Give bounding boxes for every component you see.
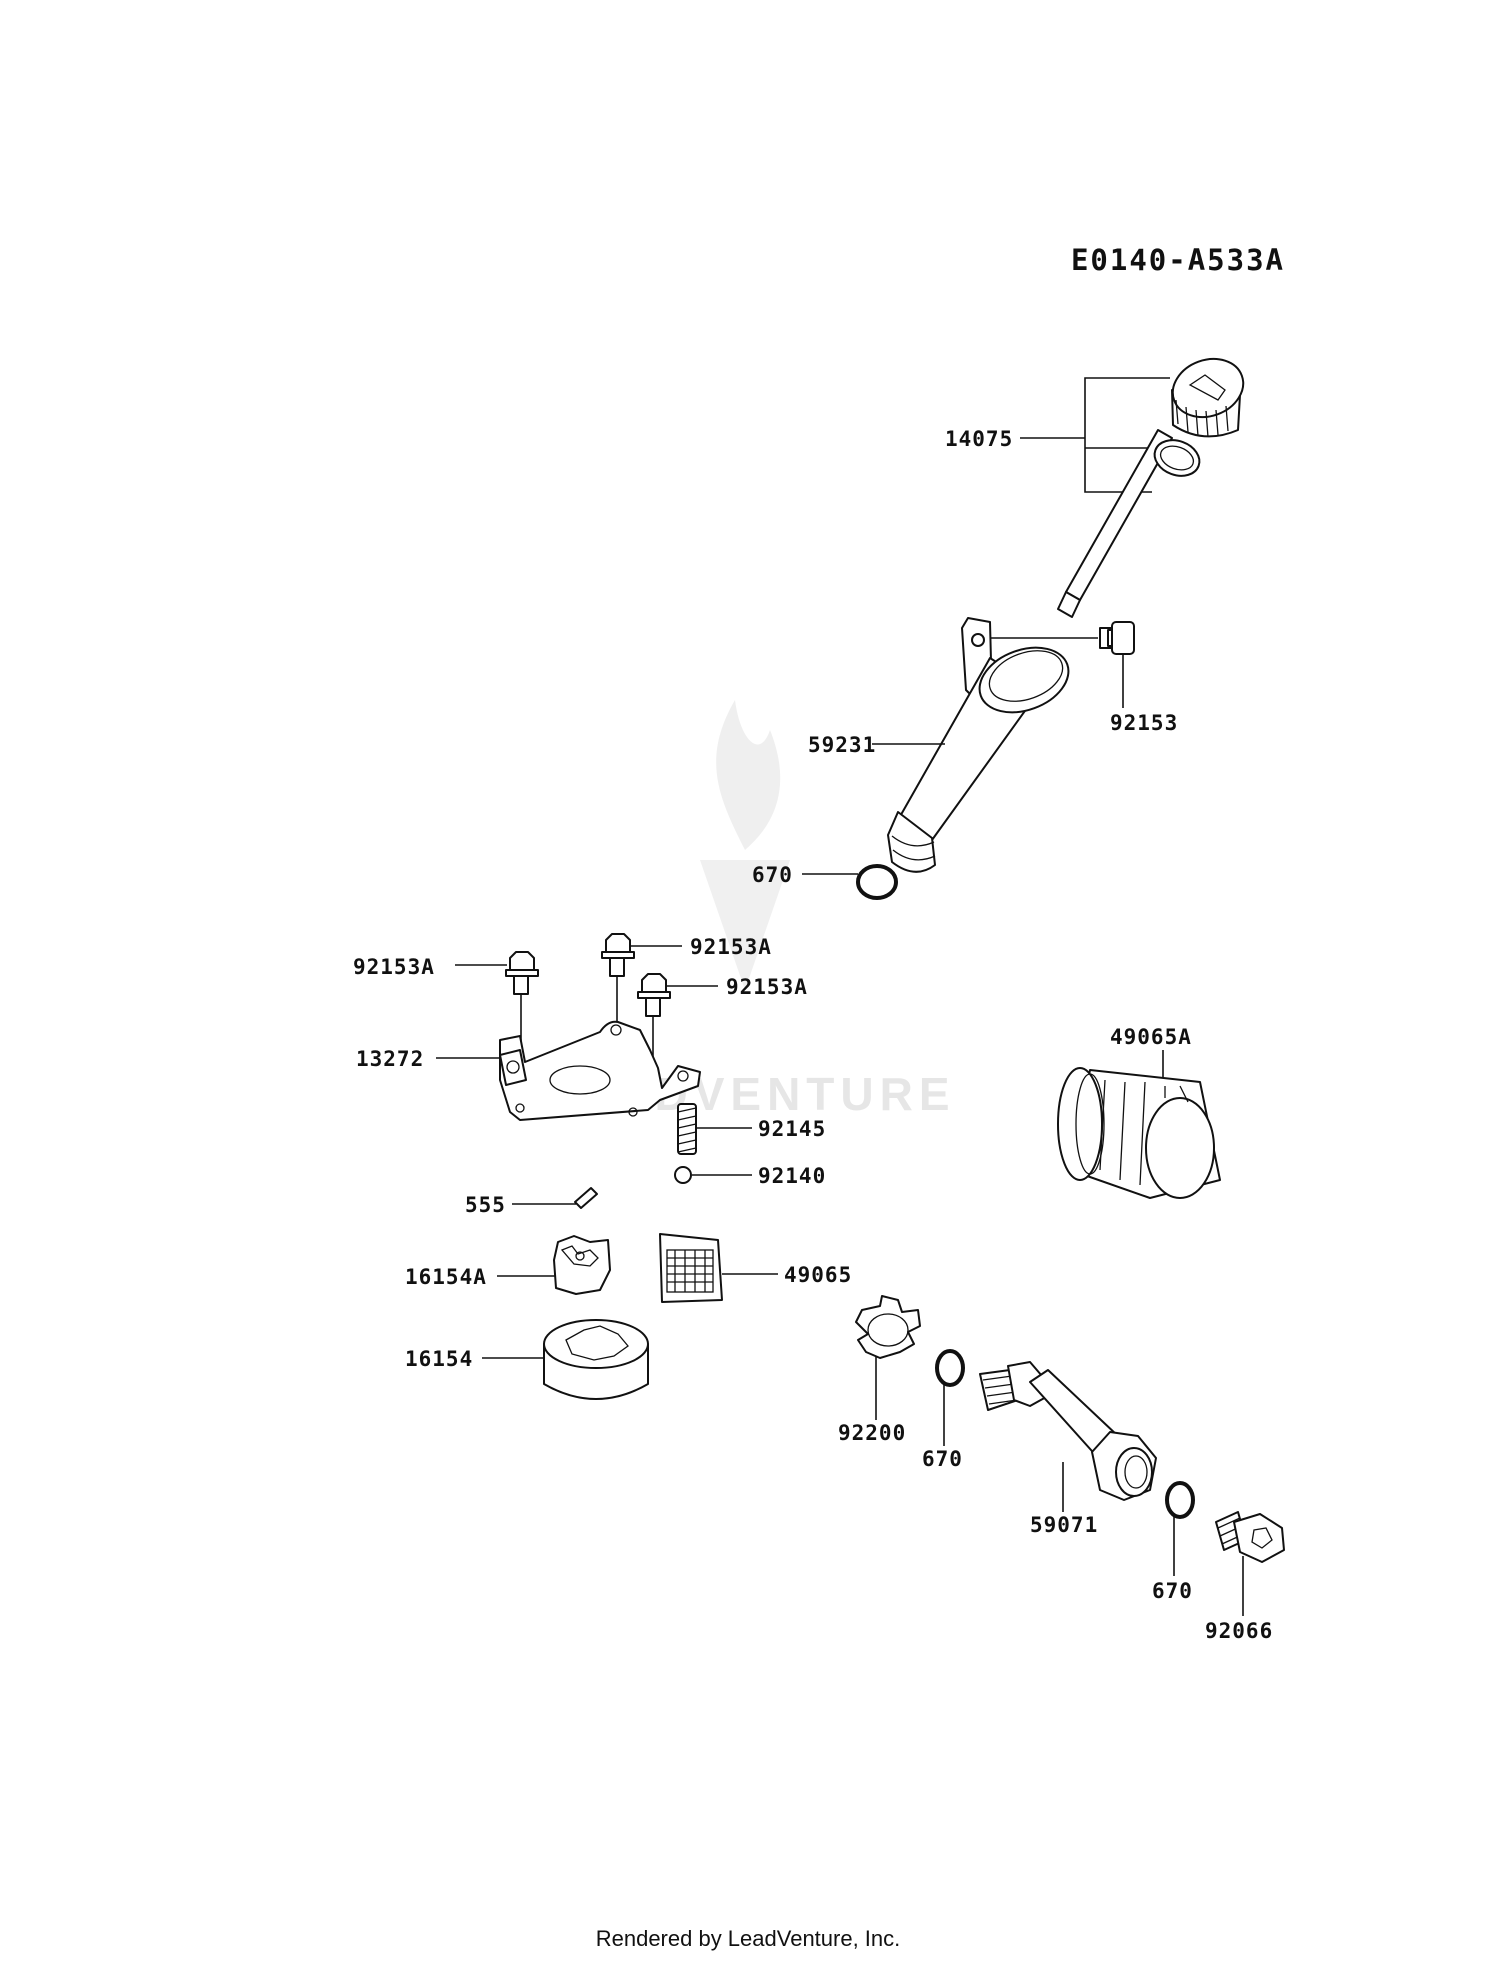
label-49065A: 49065A xyxy=(1110,1025,1192,1049)
part-670-oring-bottom[interactable] xyxy=(1165,1481,1195,1576)
part-16154A-inner-rotor[interactable] xyxy=(553,1235,611,1295)
part-92153-bolt[interactable] xyxy=(982,621,1135,708)
label-670-top: 670 xyxy=(752,863,793,887)
label-49065: 49065 xyxy=(784,1263,852,1287)
label-670-bottom: 670 xyxy=(1152,1579,1193,1603)
label-92145: 92145 xyxy=(758,1117,826,1141)
label-670-middle: 670 xyxy=(922,1447,963,1471)
part-555-pin[interactable] xyxy=(574,1187,598,1209)
label-92200: 92200 xyxy=(838,1421,906,1445)
part-92200-lock-washer[interactable] xyxy=(855,1295,921,1420)
part-92153A-bolt-left[interactable] xyxy=(455,951,539,1058)
diagram-code: E0140-A533A xyxy=(1071,243,1285,277)
label-59231: 59231 xyxy=(808,733,876,757)
label-92066: 92066 xyxy=(1205,1619,1273,1643)
part-670-oring-top[interactable] xyxy=(856,864,898,900)
part-92140-ball[interactable] xyxy=(674,1166,692,1184)
part-49065A-oil-filter[interactable] xyxy=(1057,1050,1221,1199)
label-59071: 59071 xyxy=(1030,1513,1098,1537)
part-92145-spring[interactable] xyxy=(677,1103,697,1155)
label-92153: 92153 xyxy=(1110,711,1178,735)
part-670-oring-middle[interactable] xyxy=(935,1349,965,1446)
part-14075-dipstick[interactable] xyxy=(1020,349,1251,618)
label-14075: 14075 xyxy=(945,427,1013,451)
part-92066-drain-plug[interactable] xyxy=(1215,1511,1285,1616)
part-59071-pipe[interactable] xyxy=(979,1361,1157,1512)
label-16154: 16154 xyxy=(405,1347,473,1371)
label-555: 555 xyxy=(465,1193,506,1217)
part-16154-outer-rotor[interactable] xyxy=(543,1319,649,1400)
part-49065-oil-screen[interactable] xyxy=(659,1233,723,1303)
label-92153A-middle: 92153A xyxy=(690,935,772,959)
footer-credit: Rendered by LeadVenture, Inc. xyxy=(596,1926,901,1951)
label-92140: 92140 xyxy=(758,1164,826,1188)
label-16154A: 16154A xyxy=(405,1265,487,1289)
label-92153A-right: 92153A xyxy=(726,975,808,999)
label-92153A-left: 92153A xyxy=(353,955,435,979)
part-59231-filler-tube[interactable] xyxy=(887,617,1077,873)
label-13272: 13272 xyxy=(356,1047,424,1071)
part-13272-plate[interactable] xyxy=(499,1020,701,1121)
